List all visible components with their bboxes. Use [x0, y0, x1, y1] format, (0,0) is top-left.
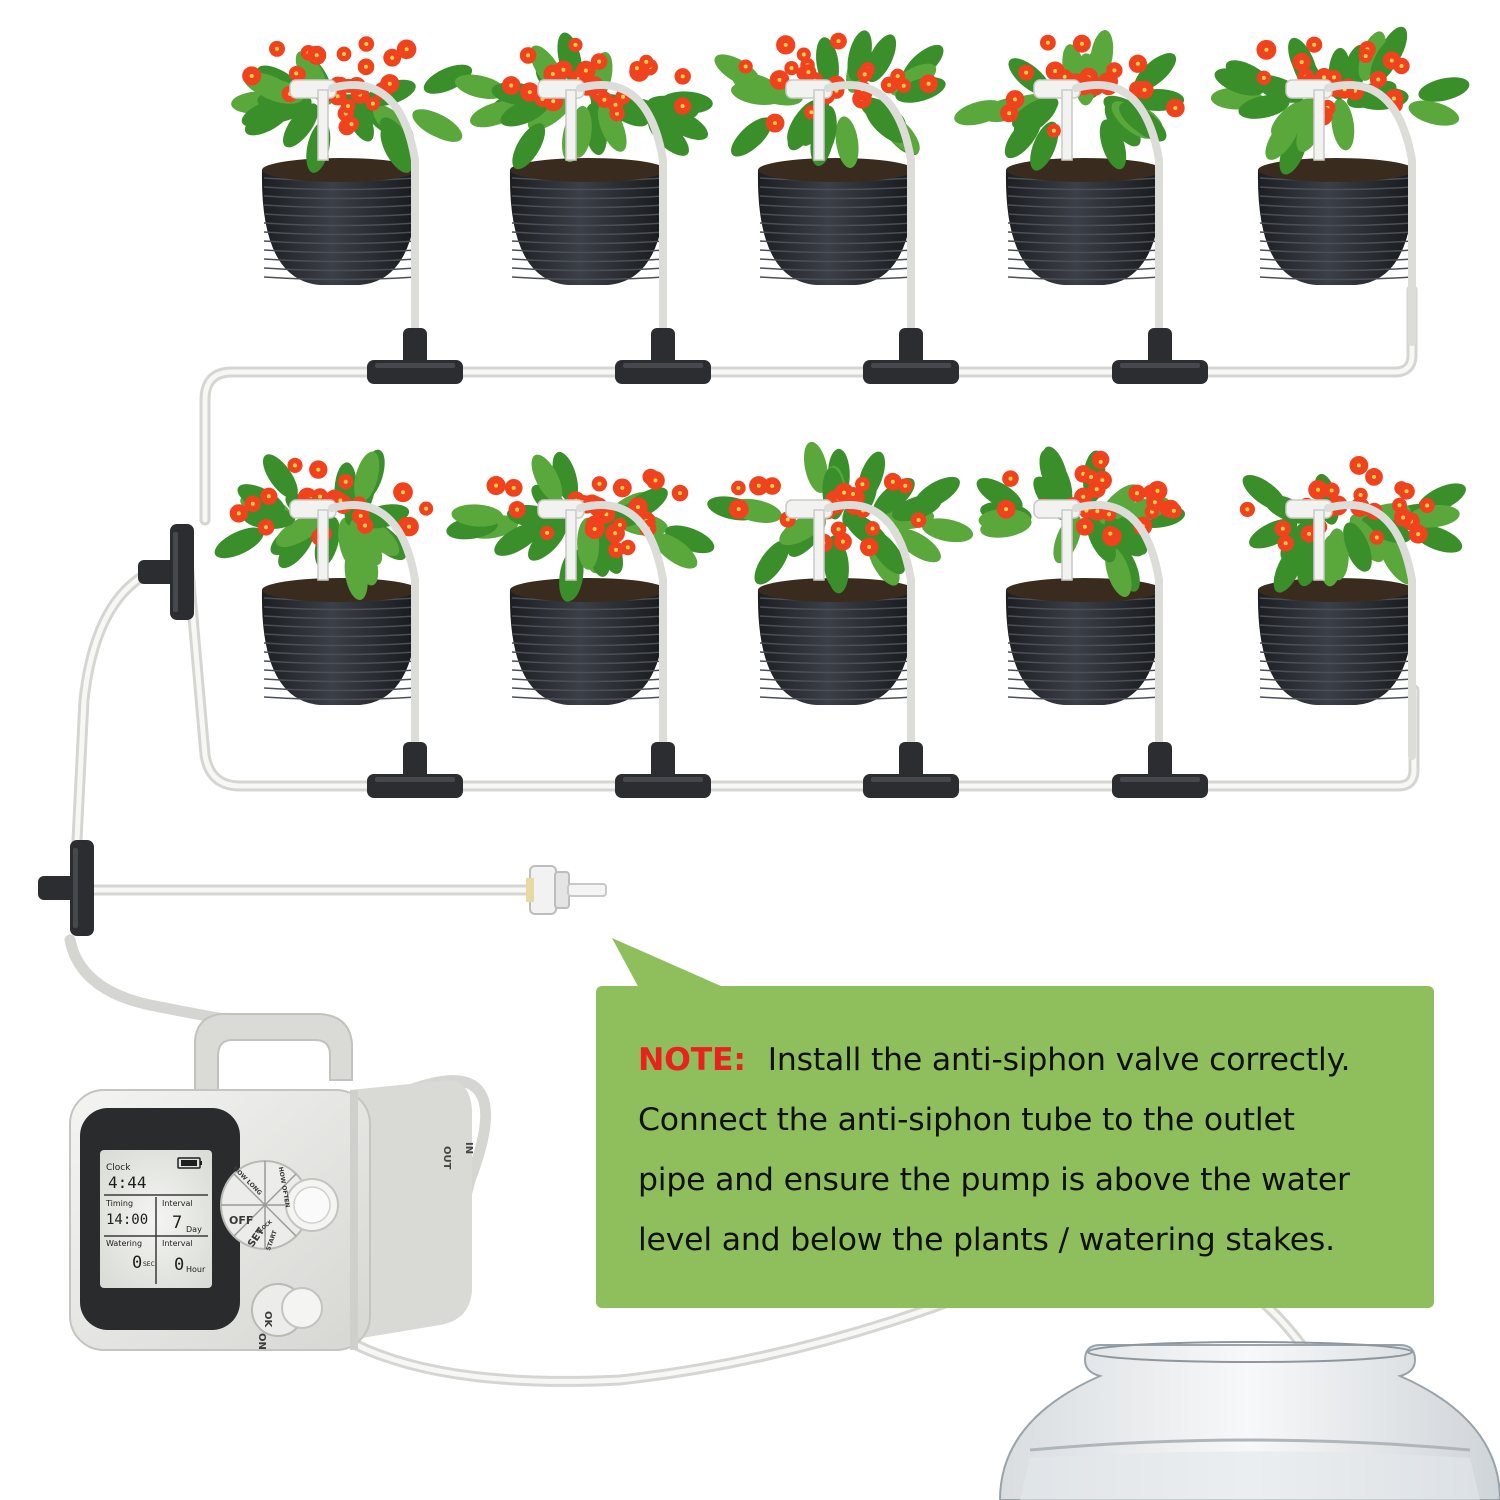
lcd-interval-label: Interval — [162, 1199, 193, 1208]
tee-connector — [138, 524, 194, 620]
note-label: NOTE: — [638, 1042, 746, 1078]
note-callout: NOTE: Install the anti-siphon valve corre… — [596, 986, 1434, 1308]
lcd-interval-hours-label: Interval — [162, 1239, 193, 1248]
water-pump-timer: Clock 4:44 Timing 14:00 Interval 7 Day W… — [69, 1012, 474, 1351]
potted-plant — [231, 36, 473, 346]
knob-ok-label: OK — [262, 1311, 273, 1329]
ok-on-knob[interactable]: OK ON — [251, 1283, 323, 1350]
tee-connectors — [38, 328, 1208, 936]
note-line-3: pipe and ensure the pump is above the wa… — [638, 1162, 1350, 1198]
lcd-timing-label: Timing — [105, 1199, 133, 1208]
lcd-watering-label: Watering — [106, 1239, 142, 1248]
potted-plant — [1239, 455, 1466, 760]
port-out-label: OUT — [441, 1146, 452, 1170]
lcd-interval-days-unit: Day — [186, 1225, 202, 1234]
note-line-4: level and below the plants / watering st… — [638, 1222, 1335, 1258]
tee-connector — [863, 328, 959, 384]
tee-connector — [615, 328, 711, 384]
mode-dial[interactable]: OFF SET HOW LONG HOW OFTEN START CLOCK — [220, 1160, 339, 1252]
potted-plant — [454, 32, 713, 346]
knob-on-label: ON — [256, 1333, 267, 1350]
lcd-watering-value: 0 — [132, 1253, 142, 1273]
port-in-label: IN — [463, 1142, 474, 1154]
tee-connector — [367, 742, 463, 798]
tee-connector — [1112, 328, 1208, 384]
tee-connector — [38, 840, 94, 936]
potted-plant — [954, 30, 1185, 346]
anti-siphon-valve — [526, 865, 607, 915]
lcd-interval-days-value: 7 — [172, 1213, 182, 1233]
lcd-timing-value: 14:00 — [106, 1212, 148, 1228]
note-text-1: Install the anti-siphon valve correctly. — [767, 1042, 1351, 1078]
lcd-interval-hours-value: 0 — [174, 1255, 184, 1275]
tee-connector — [367, 328, 463, 384]
potted-plants — [214, 26, 1470, 760]
tee-connector — [1112, 742, 1208, 798]
lcd-clock-value: 4:44 — [108, 1173, 147, 1192]
potted-plant — [1210, 26, 1470, 346]
lcd-clock-label: Clock — [106, 1163, 131, 1173]
potted-plant — [714, 30, 946, 346]
tee-connector — [615, 742, 711, 798]
tee-connector — [863, 742, 959, 798]
lcd-interval-hours-unit: Hour — [186, 1265, 206, 1274]
potted-plant — [214, 449, 434, 760]
potted-plant — [446, 451, 715, 760]
water-bowl — [998, 1341, 1500, 1500]
note-line-1: NOTE: Install the anti-siphon valve corre… — [638, 1030, 1414, 1090]
lcd-watering-unit: SEC — [143, 1261, 155, 1268]
note-callout-tail — [612, 938, 730, 990]
potted-plant — [976, 446, 1186, 760]
potted-plant — [707, 441, 974, 760]
dial-off-label: OFF — [229, 1214, 253, 1227]
note-line-2: Connect the anti-siphon tube to the outl… — [638, 1102, 1295, 1138]
